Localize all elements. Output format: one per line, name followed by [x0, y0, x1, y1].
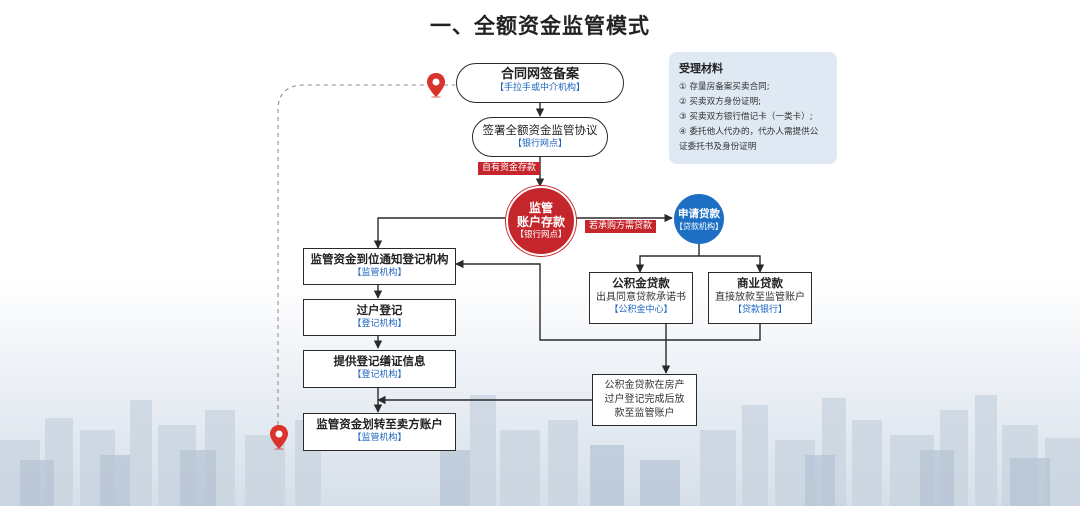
contract-filing-title: 合同网签备案	[500, 67, 579, 82]
supervision-line1: 监管	[528, 200, 553, 215]
if-loan-tag: 若承购方需贷款	[585, 220, 657, 233]
materials-item: 证委托书及身份证明	[679, 142, 757, 152]
provide-info-node: 提供登记缮证信息 【登记机构】	[303, 350, 456, 388]
fund-release-line1: 公积金贷款在房产	[604, 380, 685, 391]
fund-release-line2: 过户登记完成后放	[604, 394, 685, 405]
transfer-reg-sub: 【登记机构】	[352, 319, 407, 329]
transfer-registration-node: 过户登记 【登记机构】	[303, 299, 456, 336]
loan-title: 申请贷款	[678, 207, 720, 220]
own-funds-tag: 自有资金存款	[478, 162, 541, 175]
notify-sub: 【监管机构】	[352, 268, 407, 278]
transfer-funds-sub: 【监管机构】	[352, 433, 407, 443]
loan-application-node: 申请贷款 【贷款机构】	[674, 194, 724, 244]
contract-filing-node: 合同网签备案 【手拉手或中介机构】	[456, 63, 624, 103]
supervision-line2: 账户存款	[516, 214, 565, 229]
commercial-loan-sub: 【贷款银行】	[732, 305, 787, 315]
fund-loan-title: 公积金贷款	[612, 276, 670, 290]
transfer-reg-title: 过户登记	[356, 303, 403, 317]
notify-title: 监管资金到位通知登记机构	[310, 252, 449, 266]
materials-item: ② 买卖双方身份证明;	[679, 97, 762, 107]
materials-title: 受理材料	[679, 62, 723, 75]
transfer-funds-title: 监管资金划转至卖方账户	[316, 417, 443, 431]
fund-loan-desc: 出具同意贷款承诺书	[596, 292, 686, 303]
location-pin-icon	[270, 425, 288, 450]
provide-info-title: 提供登记缮证信息	[333, 354, 426, 368]
commercial-loan-node: 商业贷款 直接放款至监管账户 【贷款银行】	[708, 272, 812, 324]
loan-sub: 【贷款机构】	[675, 221, 723, 231]
materials-item: ① 存量房备案买卖合同;	[679, 82, 770, 92]
materials-item: ④ 委托他人代办的，代办人需提供公	[679, 127, 819, 137]
supervision-account-node: 监管 账户存款 【银行网点】	[506, 186, 576, 256]
location-pin-icon	[427, 73, 445, 98]
transfer-funds-node: 监管资金划转至卖方账户 【监管机构】	[303, 413, 456, 451]
provident-fund-loan-node: 公积金贷款 出具同意贷款承诺书 【公积金中心】	[589, 272, 693, 324]
fund-loan-sub: 【公积金中心】	[609, 305, 673, 315]
materials-panel: 受理材料 ① 存量房备案买卖合同; ② 买卖双方身份证明; ③ 买卖双方银行借记…	[669, 52, 837, 164]
provide-info-sub: 【登记机构】	[352, 370, 407, 380]
commercial-loan-title: 商业贷款	[737, 276, 783, 290]
contract-filing-sub: 【手拉手或中介机构】	[494, 83, 585, 93]
agreement-title: 签署全额资金监管协议	[482, 123, 598, 137]
agreement-sub: 【银行网点】	[512, 139, 567, 149]
agreement-node: 签署全额资金监管协议 【银行网点】	[472, 117, 608, 157]
notify-registration-node: 监管资金到位通知登记机构 【监管机构】	[303, 248, 456, 285]
page-title: 一、全额资金监管模式	[430, 14, 650, 38]
fund-release-node: 公积金贷款在房产 过户登记完成后放 款至监管账户	[592, 374, 697, 426]
materials-item: ③ 买卖双方银行借记卡（一类卡）;	[679, 112, 813, 122]
supervision-sub: 【银行网点】	[515, 229, 567, 240]
fund-release-line3: 款至监管账户	[614, 408, 675, 419]
commercial-loan-desc: 直接放款至监管账户	[715, 292, 805, 303]
